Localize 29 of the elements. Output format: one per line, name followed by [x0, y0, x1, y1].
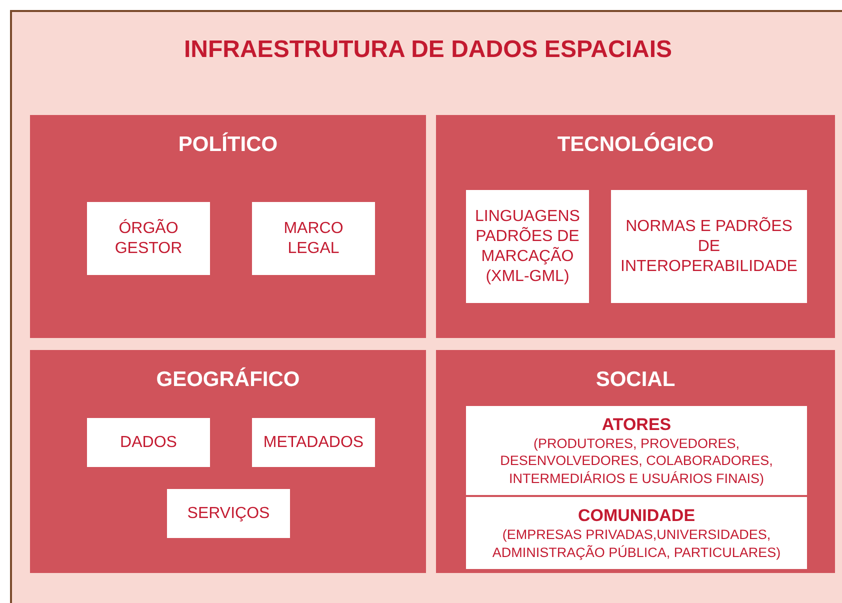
panel-heading: GEOGRÁFICO: [155, 368, 301, 392]
text-box: [252, 418, 375, 467]
box-description: (PRODUTORES, PROVEDORES, DESENVOLVEDORES, COLABORADORES, INTERMEDIÁRIOS E USUÁRIOS FINAIS): [499, 434, 774, 488]
box-label: MARCO LEGAL: [282, 218, 344, 258]
box-description: (EMPRESAS PRIVADAS,UNIVERSIDADES, ADMINISTRAÇÃO PÚBLICA, PARTICULARES): [491, 526, 782, 562]
text-box: [252, 202, 375, 275]
category-panel: [30, 350, 426, 573]
box-label: ÓRGÃO GESTOR: [114, 218, 184, 258]
box-heading: COMUNIDADE: [578, 504, 696, 526]
category-panel: [436, 115, 835, 338]
text-box: [466, 497, 807, 569]
panel-heading: TECNOLÓGICO: [556, 133, 715, 157]
text-box: [87, 202, 210, 275]
box-label: METADADOS: [263, 432, 364, 452]
panel-heading: POLÍTICO: [177, 133, 279, 157]
text-box: [87, 418, 210, 467]
title: INFRAESTRUTURA DE DADOS ESPACIAIS: [182, 36, 674, 64]
box-label: DADOS: [120, 432, 177, 452]
box-label: LINGUAGENS PADRÕES DE MARCAÇÃO (XML-GML): [474, 206, 581, 286]
box-label: NORMAS E PADRÕES DE INTEROPERABILIDADE: [620, 216, 798, 276]
box-label: SERVIÇOS: [187, 504, 270, 524]
text-box: [611, 190, 807, 303]
category-panel: [436, 350, 835, 573]
category-panel: [30, 115, 426, 338]
text-box: [167, 489, 290, 538]
text-box: [466, 406, 807, 495]
box-heading: ATORES: [602, 414, 672, 435]
text-box: [466, 190, 589, 303]
panel-heading: SOCIAL: [594, 368, 676, 392]
